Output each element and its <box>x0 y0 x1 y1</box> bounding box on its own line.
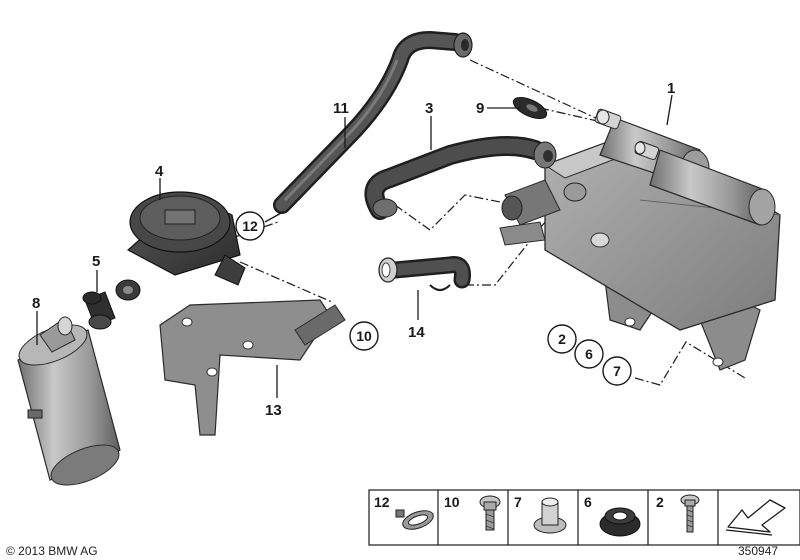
legend-item-10: 10 <box>444 494 501 531</box>
legend-item-7: 7 <box>514 494 567 534</box>
bushing-icon <box>533 497 567 534</box>
callout-8: 8 <box>32 295 40 312</box>
callout-14: 14 <box>408 324 425 341</box>
callout-4: 4 <box>155 163 164 180</box>
hardware-legend: 12 10 7 <box>368 489 800 546</box>
leader-lines <box>36 94 673 398</box>
callout-2: 2 <box>558 331 566 347</box>
diagram-number: 350947 <box>738 544 778 558</box>
callout-10-circle <box>349 321 379 351</box>
part-9-gasket <box>512 96 548 120</box>
legend-label-2: 2 <box>656 494 664 510</box>
callout-12: 12 <box>242 218 258 234</box>
callout-10: 10 <box>356 328 372 344</box>
callouts: 1 3 4 5 8 9 11 13 14 12 10 2 6 7 <box>32 80 675 419</box>
rubber-grommet-icon <box>599 507 641 537</box>
legend-label-10: 10 <box>444 494 460 510</box>
part-4-leak-diagnosis-pump <box>115 191 246 301</box>
hex-bolt-icon <box>479 495 501 531</box>
callout-7: 7 <box>613 363 621 379</box>
legend-item-6: 6 <box>584 494 641 537</box>
part-3-corrugated-hose <box>364 136 557 220</box>
part-5-connector <box>82 291 116 330</box>
callout-7-circle <box>602 356 632 386</box>
callout-3: 3 <box>425 100 433 117</box>
arrow-down-left-icon <box>725 499 786 536</box>
legend-label-12: 12 <box>374 494 390 510</box>
part-13-bracket <box>159 299 346 436</box>
legend-label-7: 7 <box>514 494 522 510</box>
callout-13: 13 <box>265 402 282 419</box>
callout-12-circle <box>235 211 265 241</box>
callout-6-circle <box>574 339 604 369</box>
legend-item-2: 2 <box>656 494 700 533</box>
part-1-carbon-canister <box>499 108 781 371</box>
part-8-dust-filter <box>17 316 121 486</box>
hose-clamp-icon <box>395 509 434 530</box>
part-11-vent-hose <box>273 31 473 214</box>
legend-label-6: 6 <box>584 494 592 510</box>
screw-icon <box>680 494 700 533</box>
part-14-connector-hose <box>378 256 471 291</box>
callout-11: 11 <box>333 100 349 117</box>
callout-1: 1 <box>667 80 675 97</box>
callout-2-circle <box>547 324 577 354</box>
callout-5: 5 <box>92 253 100 270</box>
legend-item-arrow <box>725 499 786 536</box>
callout-6: 6 <box>585 346 593 362</box>
callout-9: 9 <box>476 100 484 117</box>
legend-item-12: 12 <box>374 494 434 530</box>
copyright-text: © 2013 BMW AG <box>6 544 98 558</box>
